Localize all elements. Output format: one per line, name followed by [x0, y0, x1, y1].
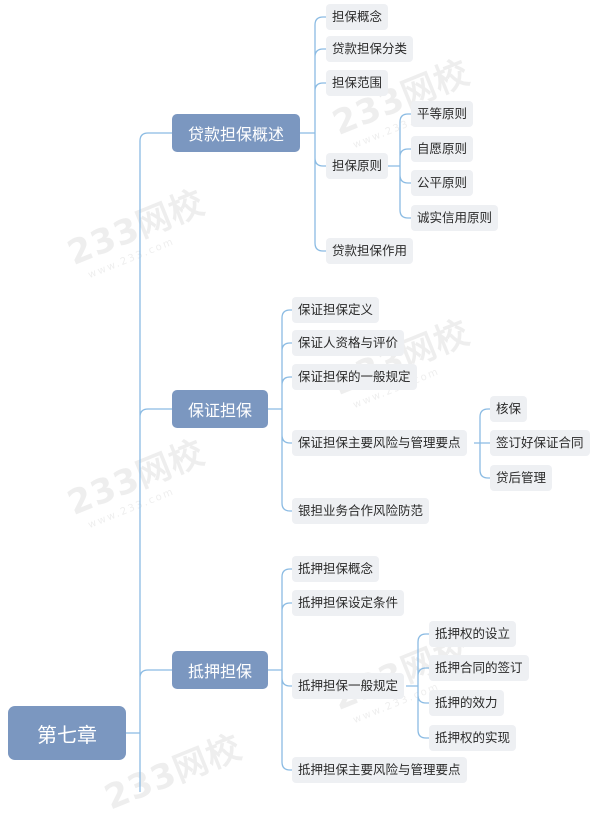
section-1-item-concept[interactable]: 担保概念 [326, 4, 389, 30]
section-3-item-risks[interactable]: 抵押担保主要风险与管理要点 [292, 757, 467, 783]
section-2-item-risks[interactable]: 保证担保主要风险与管理要点 [292, 430, 467, 456]
connector-path [126, 132, 172, 792]
section-1-item-function[interactable]: 贷款担保作用 [326, 238, 414, 264]
section-1-node[interactable]: 贷款担保概述 [172, 114, 300, 152]
section-3-item-general-rules[interactable]: 抵押担保一般规定 [292, 673, 405, 699]
section-3-node[interactable]: 抵押担保 [172, 651, 268, 689]
root-node[interactable]: 第七章 [8, 706, 126, 760]
risk-post-loan[interactable]: 贷后管理 [490, 465, 553, 491]
section-2-item-bank-guarantor[interactable]: 银担业务合作风险防范 [292, 498, 430, 524]
risk-sign-contract[interactable]: 签订好保证合同 [490, 430, 590, 456]
principle-fairness[interactable]: 公平原则 [411, 170, 474, 196]
section-3-item-conditions[interactable]: 抵押担保设定条件 [292, 590, 405, 616]
connector-path [406, 633, 429, 739]
section-2-item-definition[interactable]: 保证担保定义 [292, 297, 380, 323]
connector-path [268, 309, 292, 512]
connector-path [268, 568, 292, 771]
connector-path [474, 408, 490, 479]
mortgage-contract-signing[interactable]: 抵押合同的签订 [429, 655, 529, 681]
connector-lines [126, 16, 490, 792]
section-3-item-concept[interactable]: 抵押担保概念 [292, 556, 380, 582]
mortgage-right-realization[interactable]: 抵押权的实现 [429, 725, 517, 751]
connector-path [386, 113, 411, 219]
section-2-item-qualification[interactable]: 保证人资格与评价 [292, 330, 405, 356]
connector-path [300, 16, 326, 252]
section-2-item-general-rules[interactable]: 保证担保的一般规定 [292, 364, 417, 390]
mortgage-right-establishment[interactable]: 抵押权的设立 [429, 621, 517, 647]
section-1-item-classification[interactable]: 贷款担保分类 [326, 36, 414, 62]
principle-equality[interactable]: 平等原则 [411, 101, 474, 127]
mortgage-effect[interactable]: 抵押的效力 [429, 690, 504, 716]
principle-good-faith[interactable]: 诚实信用原则 [411, 205, 499, 231]
principle-voluntary[interactable]: 自愿原则 [411, 136, 474, 162]
section-1-item-principles[interactable]: 担保原则 [326, 153, 389, 179]
section-1-item-scope[interactable]: 担保范围 [326, 70, 389, 96]
risk-underwriting[interactable]: 核保 [490, 396, 528, 422]
section-2-node[interactable]: 保证担保 [172, 390, 268, 428]
